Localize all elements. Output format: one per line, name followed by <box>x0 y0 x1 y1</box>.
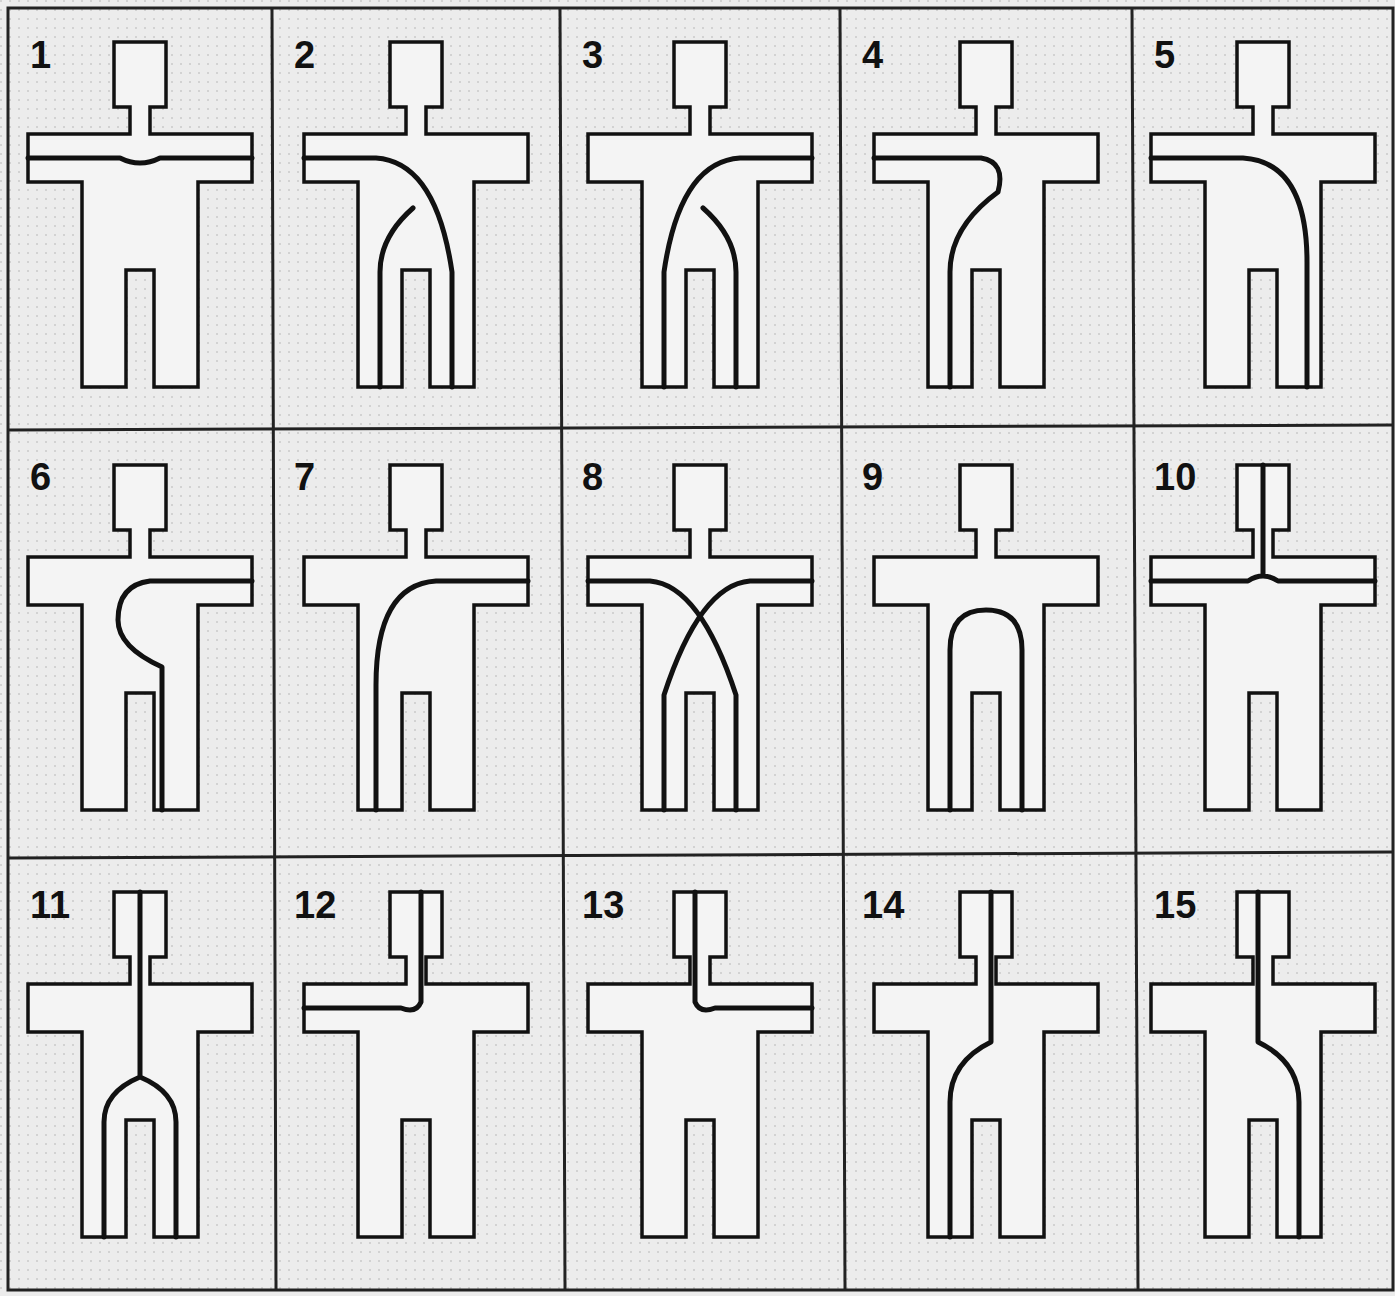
figure <box>874 42 1098 387</box>
panel-number: 1 <box>30 36 51 74</box>
lesion-line <box>1151 158 1307 387</box>
lesion-line <box>28 158 252 163</box>
figure <box>1151 465 1375 810</box>
panel-number: 13 <box>582 886 624 924</box>
panel-number: 6 <box>30 458 51 496</box>
lesion-line <box>950 610 1022 810</box>
lesion-line <box>376 581 528 810</box>
lesion-line <box>1258 892 1299 1237</box>
panel-number: 2 <box>294 36 315 74</box>
figure <box>874 465 1098 810</box>
lesion-line <box>304 158 452 387</box>
panel-number: 15 <box>1154 886 1196 924</box>
figure <box>28 465 252 810</box>
figure <box>304 892 528 1237</box>
figure <box>588 892 812 1237</box>
panel-number: 12 <box>294 886 336 924</box>
figure <box>1151 892 1375 1237</box>
panel-number: 7 <box>294 458 315 496</box>
lesion-line <box>118 581 252 810</box>
figure <box>874 892 1098 1237</box>
lesion-line <box>950 892 991 1237</box>
panel-number: 3 <box>582 36 603 74</box>
panel-number: 9 <box>862 458 883 496</box>
panel-number: 14 <box>862 886 904 924</box>
figure <box>1151 42 1375 387</box>
figure <box>304 42 528 387</box>
lesion-line <box>664 158 812 387</box>
figure <box>28 42 252 387</box>
panel-number: 4 <box>862 36 883 74</box>
panel-number: 10 <box>1154 458 1196 496</box>
panel-number: 5 <box>1154 36 1175 74</box>
figure <box>304 465 528 810</box>
lesion-line <box>874 158 1000 387</box>
lesion-line <box>104 892 176 1237</box>
figure <box>588 42 812 387</box>
panel-number: 8 <box>582 458 603 496</box>
figure <box>588 465 812 810</box>
lesion-line <box>588 581 812 810</box>
figure <box>28 892 252 1237</box>
panel-number: 11 <box>30 886 70 924</box>
grid-lines <box>8 8 1393 1290</box>
lesion-line <box>695 892 812 1010</box>
